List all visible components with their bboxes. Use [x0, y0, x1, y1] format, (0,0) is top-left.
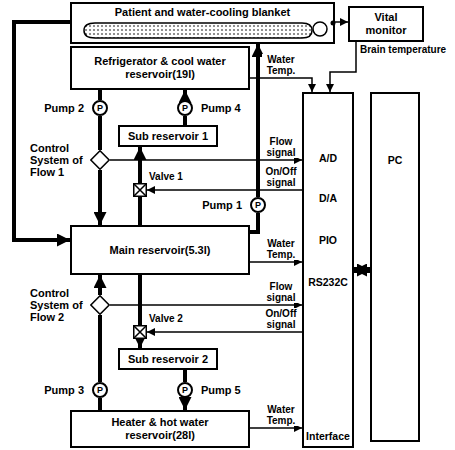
signal-label: On/Off signal	[262, 308, 300, 330]
pump-label: Pump 3	[44, 384, 84, 396]
flow-pipe	[98, 116, 102, 150]
pump-symbol: PPump 2	[92, 100, 108, 116]
signal-line	[110, 159, 302, 161]
signal-label: Water Temp.	[262, 238, 300, 260]
flow-pipe	[98, 315, 102, 382]
pump-label: Pump 4	[201, 102, 241, 114]
box-label: Vital monitor	[354, 11, 418, 37]
valve-cross	[134, 326, 146, 338]
port-label: Interface	[304, 430, 352, 443]
port-label: PC	[372, 154, 418, 167]
pc-box: PC	[370, 92, 420, 442]
reservoir-box: Refrigerator & cool water reservoir(19l)	[70, 46, 250, 90]
diamond-shape	[91, 151, 109, 169]
flow-pipe	[138, 147, 142, 183]
pump-letter: P	[97, 385, 103, 395]
valve-symbol: Valve 2	[133, 325, 147, 339]
valve-frame	[134, 184, 147, 197]
signal-label: On/Off signal	[262, 166, 300, 188]
flow-pipe	[14, 22, 70, 240]
pump-symbol: PPump 4	[177, 100, 193, 116]
signal-line	[250, 427, 302, 429]
valve-outline	[133, 325, 147, 339]
diamond-shape	[91, 296, 109, 314]
flow-pipe	[98, 398, 102, 410]
sub-reservoir-box: Sub reservoir 1	[118, 125, 218, 147]
monitor-box: Vital monitor	[348, 6, 424, 42]
signal-label: Water Temp.	[262, 54, 300, 76]
reservoir-box: Heater & hot water reservoir(28l)	[70, 410, 250, 448]
box-label: Refrigerator & cool water reservoir(19l)	[76, 55, 244, 81]
valve-frame	[134, 326, 147, 339]
valve-symbol: Valve 1	[133, 183, 147, 197]
flow-pipe	[354, 267, 370, 273]
valve-outline	[133, 183, 147, 197]
pump-label: Pump 1	[202, 199, 242, 211]
signal-label: Water Temp.	[262, 404, 300, 426]
signal-line	[250, 78, 312, 92]
flow-pipe	[138, 197, 142, 225]
pump-symbol: PPump 3	[92, 382, 108, 398]
valve-cross	[134, 184, 146, 196]
control-label: Control System of Flow 2	[30, 287, 86, 323]
diamond-outline	[90, 295, 110, 315]
valve-label: Valve 1	[149, 171, 183, 182]
control-label: Control System of Flow 1	[30, 142, 86, 178]
pump-symbol: PPump 5	[177, 382, 193, 398]
main-reservoir-box: Main reservoir(5.3l)	[70, 225, 250, 275]
flow-pipe	[98, 275, 102, 295]
patient-head	[313, 22, 327, 36]
pump-symbol: PPump 1	[250, 197, 266, 213]
flow-pipe	[183, 370, 187, 382]
sub-reservoir-box: Sub reservoir 2	[118, 348, 218, 370]
box-label: Heater & hot water reservoir(28l)	[76, 416, 244, 442]
interface-box: A/D D/A PIO RS232C Interface	[302, 92, 354, 448]
flow-pipe	[138, 339, 142, 348]
port-label: D/A	[304, 192, 352, 205]
diamond-outline	[90, 150, 110, 170]
box-label: Sub reservoir 1	[128, 130, 208, 143]
flow-pipe	[183, 116, 187, 125]
signal-label: Brain temperature	[360, 44, 446, 55]
pump-label: Pump 5	[201, 384, 241, 396]
control-diamond: Control System of Flow 2	[90, 295, 110, 315]
signal-line	[335, 21, 348, 23]
port-label: A/D	[304, 152, 352, 165]
signal-line	[250, 261, 302, 263]
valve-label: Valve 2	[149, 313, 183, 324]
control-diamond: Control System of Flow 1	[90, 150, 110, 170]
signal-label: Flow signal	[262, 281, 300, 303]
signal-line	[110, 304, 302, 306]
signal-line	[330, 42, 356, 92]
pump-letter: P	[255, 200, 261, 210]
flow-pipe	[256, 44, 260, 197]
pump-letter: P	[97, 103, 103, 113]
flow-pipe	[183, 90, 187, 100]
flow-pipe	[183, 398, 187, 410]
patient-box: Patient and water-cooling blanket	[70, 2, 335, 44]
box-label: Patient and water-cooling blanket	[115, 6, 290, 19]
flow-pipe	[98, 170, 102, 225]
pump-letter: P	[182, 103, 188, 113]
signal-line	[147, 189, 302, 191]
port-label: PIO	[304, 234, 352, 247]
pump-letter: P	[182, 385, 188, 395]
port-label: RS232C	[304, 276, 352, 289]
flow-pipe	[138, 275, 142, 325]
signal-label: Flow signal	[262, 136, 300, 158]
box-label: Main reservoir(5.3l)	[110, 244, 211, 257]
flow-pipe	[98, 90, 102, 100]
pump-label: Pump 2	[44, 102, 84, 114]
cooling-blanket	[84, 23, 312, 38]
signal-line	[147, 331, 302, 333]
box-label: Sub reservoir 2	[128, 353, 208, 366]
flow-pipe	[250, 213, 258, 232]
